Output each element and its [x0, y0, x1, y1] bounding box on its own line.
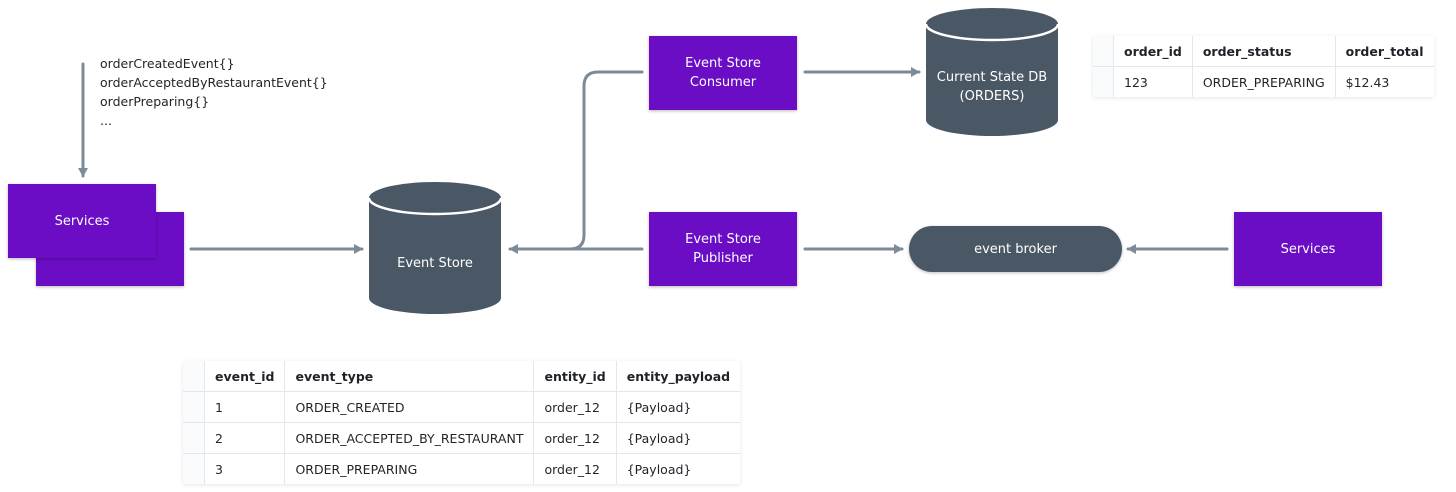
row-number-cell: [1093, 66, 1114, 97]
column-header: order_id: [1113, 36, 1193, 67]
column-header: entity_payload: [615, 361, 741, 392]
table-cell: 2: [203, 422, 285, 454]
event-line: orderCreatedEvent{}: [100, 56, 235, 71]
table-cell: 1: [203, 391, 285, 423]
services-node-left: Services: [8, 184, 156, 258]
table-cell: ORDER_CREATED: [284, 391, 534, 423]
table-cell: {Payload}: [615, 422, 741, 454]
row-number-header: [183, 361, 205, 392]
table-cell: {Payload}: [615, 453, 741, 484]
connector-consumer-to-event-store: [558, 70, 644, 251]
column-header: order_total: [1334, 36, 1434, 67]
row-number-header: [1093, 36, 1114, 67]
services-left-label: Services: [54, 213, 110, 229]
event-line: ...: [100, 113, 112, 128]
row-number-cell: [183, 453, 205, 484]
row-number-cell: [183, 422, 205, 454]
table-cell: {Payload}: [615, 391, 741, 423]
event-store-consumer-node: Event Store Consumer: [649, 36, 797, 110]
event-broker-label: event broker: [974, 241, 1057, 257]
table-header-row: event_id event_type entity_id entity_pay…: [183, 361, 741, 392]
services-right-label: Services: [1280, 241, 1336, 257]
table-cell: ORDER_ACCEPTED_BY_RESTAURANT: [284, 422, 534, 454]
table-cell: $12.43: [1334, 66, 1434, 97]
table-cell: ORDER_PREPARING: [284, 453, 534, 484]
table-row: 123 ORDER_PREPARING $12.43: [1093, 66, 1434, 97]
table-cell: order_12: [533, 391, 617, 423]
services-node-right: Services: [1234, 212, 1382, 286]
publisher-label: Event Store Publisher: [685, 232, 761, 266]
event-line: orderPreparing{}: [100, 94, 210, 109]
event-store-table: event_id event_type entity_id entity_pay…: [183, 361, 741, 484]
column-header: order_status: [1191, 36, 1336, 67]
table-row: 2 ORDER_ACCEPTED_BY_RESTAURANT order_12 …: [183, 422, 741, 454]
event-store-cylinder: [367, 182, 503, 314]
column-header: event_type: [284, 361, 534, 392]
event-line: orderAcceptedByRestaurantEvent{}: [100, 75, 328, 90]
consumer-label: Event Store Consumer: [685, 56, 761, 90]
column-header: event_id: [203, 361, 285, 392]
table-row: 3 ORDER_PREPARING order_12 {Payload}: [183, 453, 741, 484]
current-state-db-label: Current State DB (ORDERS): [936, 70, 1048, 104]
domain-events-list: orderCreatedEvent{} orderAcceptedByResta…: [100, 54, 328, 130]
event-store-label: Event Store: [397, 256, 473, 271]
table-cell: 123: [1113, 66, 1193, 97]
current-state-db-cylinder: [924, 8, 1060, 136]
table-header-row: order_id order_status order_total: [1093, 36, 1434, 67]
orders-table: order_id order_status order_total 123 OR…: [1093, 36, 1434, 97]
table-cell: order_12: [533, 453, 617, 484]
event-store-publisher-node: Event Store Publisher: [649, 212, 797, 286]
table-row: 1 ORDER_CREATED order_12 {Payload}: [183, 391, 741, 423]
row-number-cell: [183, 391, 205, 423]
table-cell: order_12: [533, 422, 617, 454]
table-cell: 3: [203, 453, 285, 484]
column-header: entity_id: [533, 361, 617, 392]
event-broker-node: event broker: [909, 226, 1122, 272]
table-cell: ORDER_PREPARING: [1191, 66, 1336, 97]
